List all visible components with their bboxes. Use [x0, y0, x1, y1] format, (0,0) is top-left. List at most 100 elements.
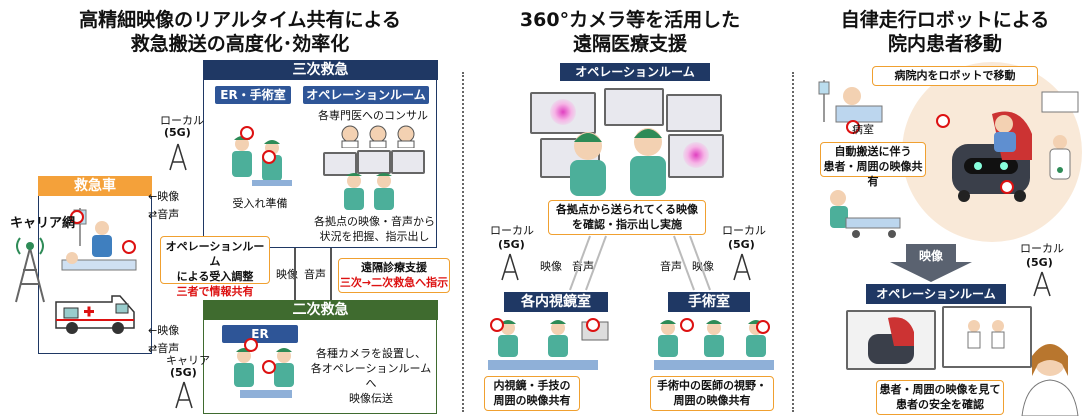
surgery-note: 手術中の医師の視野・ 周囲の映像共有 [650, 376, 774, 411]
op-adjust-line1: オペレーションルーム [165, 240, 265, 268]
audio-arrow-label-2: ⇄音声 [148, 342, 180, 355]
ward-label: 病室 [852, 123, 874, 136]
left-title: 高精細映像のリアルタイム共有による 救急搬送の高度化･効率化 [40, 8, 440, 56]
endoscopy-note: 内視鏡・手技の 周囲の映像共有 [484, 376, 580, 411]
monitor-e [668, 134, 724, 178]
camera-icon [1000, 180, 1014, 194]
connector-line [294, 248, 296, 300]
middle-video-left: 映像 [540, 260, 562, 273]
op-adjust-line3: 三者で情報共有 [176, 285, 254, 298]
five-g-label-2: (5G) [170, 366, 197, 379]
surg-note-line1: 手術中の医師の視野・ [657, 379, 767, 392]
antenna-icon [175, 381, 193, 409]
cam-line1: 各種カメラを設置し、 [316, 347, 426, 360]
camera-icon [70, 210, 84, 224]
robot-move-note: 病院内をロボットで移動 [872, 66, 1038, 86]
camera-icon [122, 240, 136, 254]
secondary-header: 二次救急 [203, 300, 438, 320]
middle-title: 360°カメラ等を活用した 遠隔医療支援 [480, 8, 780, 56]
five-g-label: (5G) [164, 126, 191, 139]
room-mini-icon [967, 320, 1005, 349]
consult-text: 各専門医へのコンサル [318, 109, 428, 122]
right-local-label: ローカル [1020, 242, 1064, 255]
safety-line2: 患者の安全を確認 [896, 398, 984, 411]
video-label: 映像 [157, 324, 180, 337]
confirm-note: 各拠点から送られてくる映像 を確認・指示出し実施 [548, 200, 706, 235]
video-arrow-label-2: ←映像 [148, 324, 180, 337]
audio-label: 音声 [157, 208, 180, 221]
auto-line2: 患者・周囲の映像共有 [823, 160, 923, 188]
camera-icon [756, 320, 770, 334]
robot-monitor [846, 310, 936, 370]
secondary-er-staff [234, 348, 294, 398]
specialist-doctors [341, 125, 415, 148]
right-title: 自律走行ロボットによる 院内患者移動 [805, 8, 1085, 56]
video-label: 映像 [157, 190, 180, 203]
op-room-tag: オペレーションルーム [303, 86, 429, 104]
op-adjust-note: オペレーションルーム による受入調整 三者で情報共有 [160, 236, 270, 298]
middle-audio-right: 音声 [660, 260, 682, 273]
endoscopy-header: 各内視鏡室 [504, 292, 608, 312]
right-video-label: 映像 [918, 249, 943, 263]
endo-note-line2: 周囲の映像共有 [493, 394, 571, 407]
ambulance-vehicle-icon [55, 295, 135, 334]
remote-support-note: 遠隔診療支援 三次→二次救急へ指示 [338, 258, 450, 293]
nurse-observer [1021, 344, 1079, 416]
left-title-line1: 高精細映像のリアルタイム共有による [79, 9, 401, 31]
camera-icon [586, 318, 600, 332]
er-or-tag: ER・手術室 [215, 86, 291, 104]
grasp-text: 各拠点の映像・音声から 状況を把握、指示出し [312, 214, 437, 244]
middle-5g-left: (5G) [498, 238, 525, 251]
audio-arrow-label: ⇄音声 [148, 208, 180, 221]
antenna-icon [1033, 271, 1051, 297]
camera-icon [490, 318, 504, 332]
camera-icon [240, 126, 254, 140]
left-title-line2: 救急搬送の高度化･効率化 [130, 33, 350, 55]
camera-icon [262, 360, 276, 374]
op-room-staff [344, 173, 394, 210]
endo-note-line1: 内視鏡・手技の [493, 379, 571, 392]
stretcher-patient [830, 190, 901, 238]
divider-left [462, 72, 464, 412]
camera-icon [680, 318, 694, 332]
monitor-2 [357, 150, 391, 174]
middle-arrows [569, 235, 711, 291]
remote-line2: 三次→二次救急へ指示 [339, 276, 449, 289]
video-arrow-label: ←映像 [148, 190, 180, 203]
middle-video-right: 映像 [692, 260, 714, 273]
antenna-tower-icon [15, 237, 45, 303]
auto-transport-note: 自動搬送に伴う 患者・周囲の映像共有 [820, 142, 926, 188]
surgery-header: 手術室 [668, 292, 750, 312]
camera-icon [262, 150, 276, 164]
er-tag: ER [222, 325, 298, 343]
right-title-line1: 自律走行ロボットによる [840, 9, 1050, 31]
right-op-room-header: オペレーションルーム [866, 284, 1006, 304]
hospital-staff [1041, 91, 1079, 180]
tertiary-header: 三次救急 [203, 60, 438, 80]
audio-vertical-label: 音声 [304, 268, 326, 281]
cam-line2: 各オペレーションルームへ [310, 362, 432, 390]
ambulance-header: 救急車 [38, 176, 152, 196]
audio-label: 音声 [157, 342, 180, 355]
divider-right [792, 72, 794, 412]
middle-title-line2: 遠隔医療支援 [572, 33, 687, 55]
monitor-a [530, 92, 596, 134]
camera-icon [244, 338, 258, 352]
op-adjust-line2: による受入調整 [176, 270, 254, 283]
robot-mini-icon [868, 317, 914, 364]
monitor-1 [323, 152, 357, 176]
room-monitor [942, 306, 1032, 368]
ward-patient [818, 80, 883, 123]
right-5g-label: (5G) [1026, 256, 1053, 269]
surgery-scene [654, 320, 774, 370]
middle-doctors [570, 128, 666, 196]
video-down-arrow [890, 244, 972, 282]
antenna-icon [169, 143, 187, 171]
monitor-c [666, 94, 722, 132]
connector-line [330, 248, 332, 300]
remote-line1: 遠隔診療支援 [361, 261, 427, 274]
middle-title-line1: 360°カメラ等を活用した [519, 9, 741, 31]
safety-note: 患者・周囲の映像を見て 患者の安全を確認 [876, 380, 1004, 415]
middle-op-room-header: オペレーションルーム [560, 63, 710, 81]
camera-icon [846, 120, 860, 134]
